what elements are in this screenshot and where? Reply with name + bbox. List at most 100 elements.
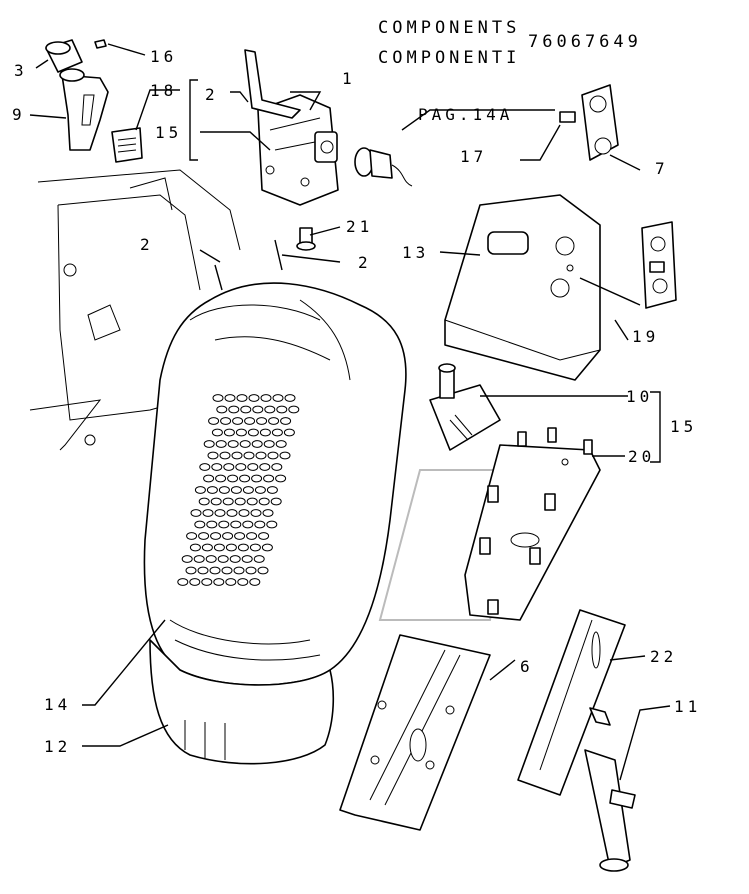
- perforation-dot: [228, 405, 240, 414]
- perforation-dot: [198, 532, 210, 540]
- perforation-dot: [211, 463, 223, 471]
- perforation-dot: [197, 566, 209, 575]
- callout-15-right: 15: [670, 417, 697, 436]
- perforation-dot: [213, 543, 225, 552]
- perforation-dot: [227, 474, 239, 483]
- perforation-dot: [203, 440, 215, 448]
- perforation-dot: [201, 543, 213, 552]
- bolt-21: [296, 227, 316, 251]
- callout-11: 11: [674, 697, 701, 716]
- perforation-dot: [218, 486, 230, 494]
- perforation-dot: [223, 463, 235, 471]
- perforation-dot: [207, 451, 219, 460]
- perforation-dot: [229, 555, 241, 563]
- perforation-dot: [248, 394, 260, 402]
- perforation-dot: [237, 578, 249, 586]
- perforation-dot: [199, 463, 211, 471]
- perforation-dot: [219, 451, 231, 460]
- perforation-dot: [216, 405, 228, 414]
- perforation-dot: [242, 486, 254, 494]
- perforation-dot: [194, 520, 206, 529]
- perforation-dot: [288, 405, 300, 414]
- perforation-dot: [234, 497, 246, 506]
- perforation-dot: [243, 451, 255, 460]
- wire-pin-right: [274, 239, 283, 271]
- perforation-dot: [217, 555, 229, 563]
- perforation-dot: [189, 578, 201, 586]
- perforation-dot: [177, 578, 189, 586]
- callout-3: 3: [14, 61, 28, 80]
- perforation-dot: [251, 474, 263, 483]
- perforation-dot: [264, 405, 276, 414]
- callout-1: 1: [342, 69, 356, 88]
- callout-13: 13: [402, 243, 429, 262]
- perforation-dot: [223, 428, 235, 437]
- perforation-dot: [252, 405, 264, 414]
- pivot-pin: [45, 39, 107, 73]
- perforation-dot: [225, 578, 237, 586]
- perforation-dot: [230, 486, 242, 494]
- perforation-dot: [254, 520, 266, 529]
- perforation-dot: [224, 394, 236, 402]
- callout-21: 21: [346, 217, 373, 236]
- callout-20: 20: [628, 447, 655, 466]
- perforation-dot: [214, 509, 226, 517]
- perforation-dot: [194, 486, 206, 494]
- perforation-dot: [211, 428, 223, 437]
- label-sticker: [111, 127, 143, 163]
- perforation-dot: [221, 566, 233, 575]
- perforation-dot: [256, 417, 268, 425]
- callout-14: 14: [44, 695, 71, 714]
- perforation-dot: [210, 497, 222, 506]
- perforation-dot: [276, 405, 288, 414]
- perforation-dot: [259, 428, 271, 437]
- perforation-dot: [266, 486, 278, 494]
- perforation-dot: [226, 509, 238, 517]
- slide-rail: [339, 634, 491, 831]
- perforation-dot: [275, 440, 287, 448]
- wire-pin-left: [214, 264, 223, 291]
- perforation-dot: [271, 463, 283, 471]
- perforation-dot: [258, 532, 270, 540]
- perforation-dot: [181, 555, 193, 563]
- perforation-dot: [245, 566, 257, 575]
- perforation-dot: [262, 509, 274, 517]
- perforation-dot: [275, 474, 287, 483]
- perforation-dot: [237, 543, 249, 552]
- perforation-dot: [230, 520, 242, 529]
- perforation-dot: [263, 474, 275, 483]
- perforation-dot: [238, 509, 250, 517]
- perforation-dot: [246, 532, 258, 540]
- double-hole-plate: [559, 84, 619, 161]
- perforation-dot: [249, 578, 261, 586]
- perforation-dot: [193, 555, 205, 563]
- perforation-dot: [210, 532, 222, 540]
- release-lever: [59, 68, 109, 151]
- callout-12: 12: [44, 737, 71, 756]
- perforation-dot: [202, 509, 214, 517]
- adjustment-rail: [517, 609, 626, 796]
- perforation-dot: [246, 497, 258, 506]
- perforation-dot: [249, 543, 261, 552]
- callout-2-right: 2: [358, 253, 372, 272]
- perforation-dot: [239, 474, 251, 483]
- perforation-dot: [186, 532, 198, 540]
- callout-6: 6: [520, 657, 534, 676]
- perforation-dot: [283, 428, 295, 437]
- perforation-dot: [254, 486, 266, 494]
- perforation-dot: [212, 394, 224, 402]
- perforation-dot: [205, 555, 217, 563]
- perforation-dot: [218, 520, 230, 529]
- adjuster-mechanism: [429, 363, 501, 451]
- perforation-dot: [244, 417, 256, 425]
- perforation-dot: [247, 428, 259, 437]
- perforation-dot: [258, 497, 270, 506]
- perforation-dot: [213, 578, 225, 586]
- perforation-dot: [270, 497, 282, 506]
- perforation-dot: [279, 451, 291, 460]
- perforation-dot: [261, 543, 273, 552]
- callout-10: 10: [626, 387, 653, 406]
- perforation-dot: [250, 509, 262, 517]
- title-components: COMPONENTS: [378, 18, 521, 38]
- perforation-dot: [206, 486, 218, 494]
